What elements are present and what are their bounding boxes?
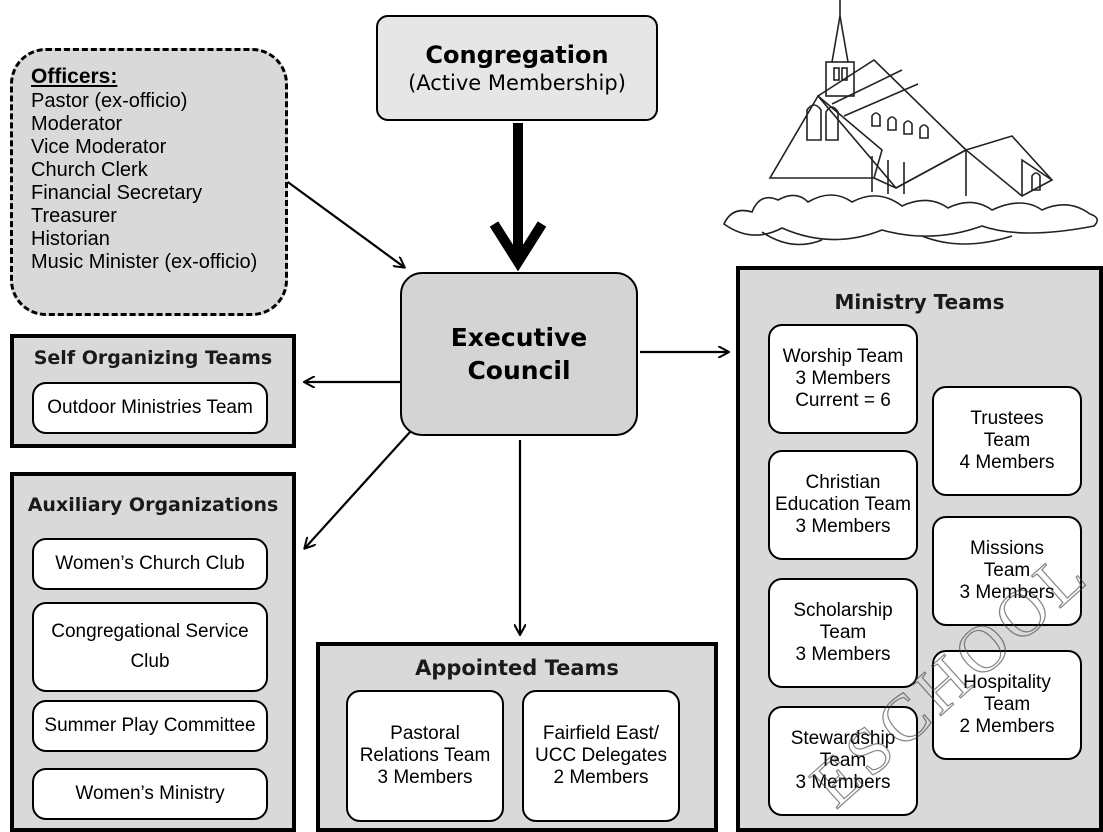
- stewardship-team-card: Stewardship Team 3 Members: [768, 706, 918, 816]
- officers-to-council-arrow: [284, 179, 404, 267]
- auxiliary-item-label: Summer Play Committee: [44, 715, 256, 737]
- officer-item: Moderator: [31, 113, 123, 135]
- officers-heading: Officers:: [31, 65, 118, 88]
- congregation-title: Congregation: [425, 41, 609, 69]
- council-to-auxiliary-arrow: [305, 431, 411, 548]
- christian-education-team-card: Christian Education Team 3 Members: [768, 450, 918, 560]
- hospitality-team-card: Hospitality Team 2 Members: [932, 650, 1082, 760]
- ministry-team-label: Missions Team 3 Members: [959, 538, 1055, 603]
- worship-team-card: Worship Team 3 Members Current = 6: [768, 324, 918, 434]
- ministry-team-label: Stewardship Team 3 Members: [790, 728, 896, 793]
- pastoral-relations-team-card: Pastoral Relations Team 3 Members: [346, 690, 504, 822]
- officer-item: Church Clerk: [31, 159, 148, 181]
- missions-team-card: Missions Team 3 Members: [932, 516, 1082, 626]
- officer-item: Vice Moderator: [31, 136, 167, 158]
- auxiliary-item-label: Women’s Church Club: [55, 553, 245, 575]
- officer-item: Music Minister (ex-officio): [31, 251, 258, 273]
- church-illustration: [723, 0, 1098, 246]
- scholarship-team-card: Scholarship Team 3 Members: [768, 578, 918, 688]
- appointed-team-label: Fairfield East/ UCC Delegates 2 Members: [535, 723, 667, 788]
- ministry-team-label: Scholarship Team 3 Members: [793, 600, 893, 665]
- executive-council-box: Executive Council: [400, 272, 638, 436]
- executive-council-line1: Executive: [450, 323, 588, 352]
- congregation-to-council-arrow: [489, 123, 547, 272]
- officer-item: Financial Secretary: [31, 182, 203, 204]
- ministry-teams-panel: Ministry Teams Worship Team 3 Members Cu…: [736, 266, 1103, 832]
- ministry-team-label: Trustees Team 4 Members: [959, 408, 1055, 473]
- auxiliary-organizations-title: Auxiliary Organizations: [27, 494, 279, 516]
- womens-church-club-card: Women’s Church Club: [32, 538, 268, 590]
- ministry-team-label: Worship Team 3 Members Current = 6: [782, 346, 904, 411]
- congregational-service-club-card: Congregational Service Club: [32, 602, 268, 692]
- auxiliary-item-label: Women’s Ministry: [75, 783, 225, 805]
- womens-ministry-card: Women’s Ministry: [32, 768, 268, 820]
- summer-play-committee-card: Summer Play Committee: [32, 700, 268, 752]
- executive-council-line2: Council: [467, 356, 571, 385]
- appointed-team-label: Pastoral Relations Team 3 Members: [359, 723, 491, 788]
- outdoor-ministries-team-label: Outdoor Ministries Team: [47, 397, 253, 419]
- outdoor-ministries-team-card: Outdoor Ministries Team: [32, 382, 268, 434]
- congregation-subtitle: (Active Membership): [408, 71, 626, 95]
- appointed-teams-title: Appointed Teams: [415, 656, 619, 680]
- fairfield-east-ucc-delegates-card: Fairfield East/ UCC Delegates 2 Members: [522, 690, 680, 822]
- congregation-box: Congregation (Active Membership): [376, 15, 658, 121]
- auxiliary-item-label: Congregational Service Club: [51, 620, 249, 672]
- appointed-teams-panel: Appointed Teams Pastoral Relations Team …: [316, 642, 718, 832]
- ministry-team-label: Christian Education Team 3 Members: [775, 472, 911, 537]
- trustees-team-card: Trustees Team 4 Members: [932, 386, 1082, 496]
- ministry-teams-title: Ministry Teams: [834, 290, 1005, 314]
- self-organizing-teams-panel: Self Organizing Teams Outdoor Ministries…: [10, 334, 296, 448]
- auxiliary-organizations-panel: Auxiliary Organizations Women’s Church C…: [10, 472, 296, 832]
- officer-item: Pastor (ex-officio): [31, 90, 188, 112]
- officer-item: Historian: [31, 228, 110, 250]
- ministry-team-label: Hospitality Team 2 Members: [959, 672, 1055, 737]
- self-organizing-teams-title: Self Organizing Teams: [33, 347, 273, 369]
- officer-item: Treasurer: [31, 205, 117, 227]
- officers-box: Officers: Pastor (ex-officio) Moderator …: [10, 48, 288, 316]
